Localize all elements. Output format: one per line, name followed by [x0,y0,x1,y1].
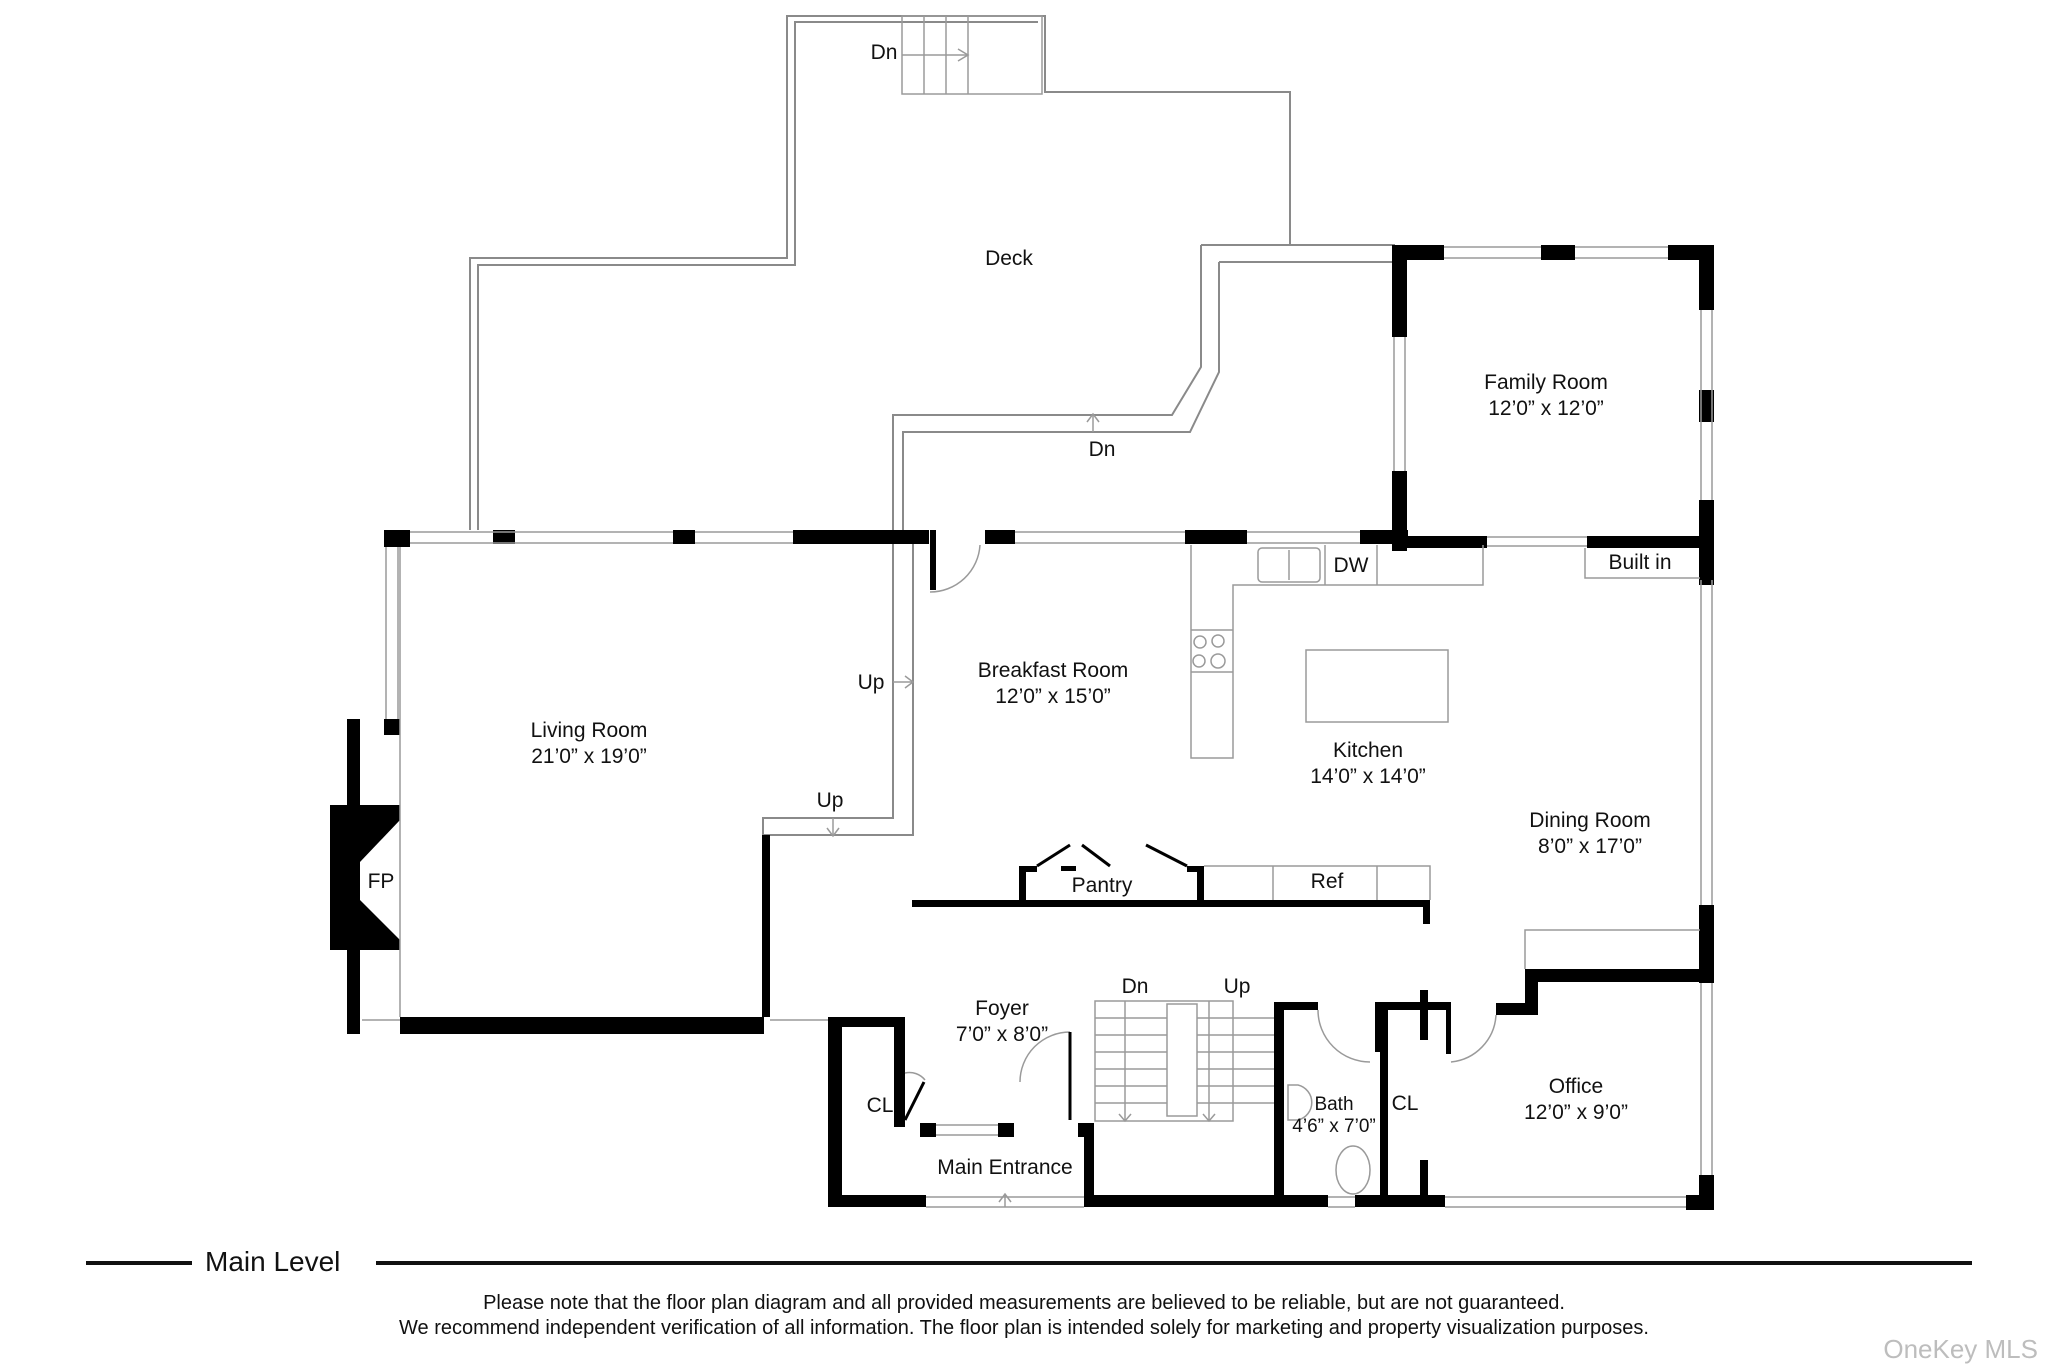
fireplace-label: FP [367,870,395,893]
closet-label-left: CL [866,1094,894,1117]
stair-label-breakfast-up-2: Up [816,789,844,812]
disclaimer-line-1: Please note that the floor plan diagram … [483,1292,1565,1314]
room-label-living-room: Living Room 21’0” x 19’0” [531,718,648,770]
main-entrance-label: Main Entrance [937,1156,1073,1179]
room-name: Living Room [530,719,648,742]
pantry-label: Pantry [1071,874,1133,897]
stair-label-foyer-down: Dn [1121,975,1149,998]
room-name: Foyer [975,997,1029,1020]
room-label-breakfast-room: Breakfast Room 12’0” x 15’0” [978,658,1129,710]
room-name: Office [1548,1075,1604,1098]
closet-label-right: CL [1391,1092,1419,1115]
room-dimensions: 12’0” x 12’0” [1488,397,1604,420]
room-name: Family Room [1484,371,1608,394]
room-label-deck: Deck [985,246,1033,272]
walls [330,245,1714,1210]
room-label-office: Office 12’0” x 9’0” [1524,1074,1628,1126]
room-label-dining-room: Dining Room 8’0” x 17’0” [1529,808,1650,860]
room-label-family-room: Family Room 12’0” x 12’0” [1484,370,1608,422]
stair-label-foyer-up: Up [1223,975,1251,998]
room-dimensions: 8’0” x 17’0” [1538,835,1642,858]
room-dimensions: 21’0” x 19’0” [531,745,647,768]
stair-label-breakfast-up-1: Up [857,671,885,694]
room-dimensions: 12’0” x 9’0” [1524,1101,1628,1124]
room-name: Deck [985,247,1033,270]
level-rule-left [86,1261,192,1265]
room-label-foyer: Foyer 7’0” x 8’0” [956,996,1048,1048]
level-rule-right [376,1261,1972,1265]
windows [362,246,1713,1208]
room-name: Breakfast Room [977,659,1129,682]
room-name: Kitchen [1332,739,1404,762]
room-name: Bath [1314,1094,1354,1115]
watermark: OneKey MLS [1883,1334,2038,1364]
room-dimensions: 4’6” x 7’0” [1292,1116,1376,1137]
stair-label-deck-lower: Dn [1088,438,1116,461]
built-in-label: Built in [1608,551,1672,574]
deck-outline [469,15,1395,838]
room-label-bath: Bath 4’6” x 7’0” [1292,1094,1375,1138]
refrigerator-label: Ref [1310,870,1344,893]
room-name: Dining Room [1529,809,1651,832]
room-dimensions: 14’0” x 14’0” [1310,765,1426,788]
stair-label-deck-top: Dn [870,41,898,64]
room-dimensions: 7’0” x 8’0” [955,1023,1049,1046]
room-label-kitchen: Kitchen 14’0” x 14’0” [1310,738,1426,790]
room-dimensions: 12’0” x 15’0” [995,685,1111,708]
level-title: Main Level [205,1246,341,1277]
dishwasher-label: DW [1333,554,1369,577]
interior-lines [399,544,1700,1207]
disclaimer-line-2: We recommend independent verification of… [399,1317,1649,1339]
